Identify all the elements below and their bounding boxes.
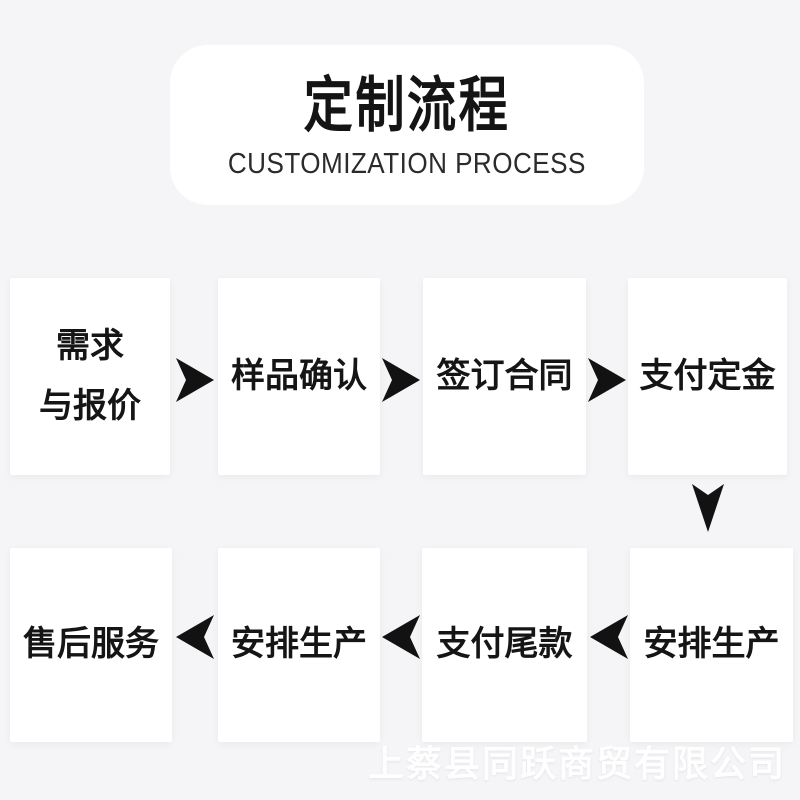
step-label: 支付定金: [639, 356, 776, 395]
chevron-right-arrow-icon: [382, 358, 420, 402]
chevron-down-arrow-icon: [692, 484, 724, 532]
step-arrange-production-2: 安排生产: [218, 548, 380, 742]
chevron-left-arrow-icon: [590, 615, 628, 659]
step-sample-confirmation: 样品确认: [218, 278, 380, 475]
step-label: 支付尾款: [436, 625, 573, 664]
title-card: 定制流程 CUSTOMIZATION PROCESS: [170, 45, 644, 205]
page-title: 定制流程: [303, 71, 511, 139]
step-pay-balance: 支付尾款: [422, 548, 587, 742]
step-arrange-production-1: 安排生产: [630, 548, 793, 742]
chevron-left-arrow-icon: [382, 615, 420, 659]
chevron-left-arrow-icon: [176, 615, 214, 659]
step-pay-deposit: 支付定金: [628, 278, 787, 475]
watermark: 上蔡县同跃商贸有限公司: [368, 743, 787, 784]
chevron-right-arrow-icon: [176, 358, 214, 402]
step-label-line: 需求: [56, 327, 124, 365]
step-sign-contract: 签订合同: [423, 278, 586, 475]
step-label: 安排生产: [643, 625, 780, 664]
step-label: 安排生产: [231, 625, 367, 664]
step-label: 样品确认: [231, 356, 367, 395]
step-label: 售后服务: [23, 625, 159, 664]
page-subtitle: CUSTOMIZATION PROCESS: [228, 147, 586, 180]
step-label: 签订合同: [436, 356, 573, 395]
chevron-right-arrow-icon: [588, 358, 626, 402]
step-after-sales-service: 售后服务: [10, 548, 172, 742]
step-label-line: 与报价: [39, 386, 141, 425]
step-requirements-and-quote: 需求 与报价: [10, 278, 170, 475]
